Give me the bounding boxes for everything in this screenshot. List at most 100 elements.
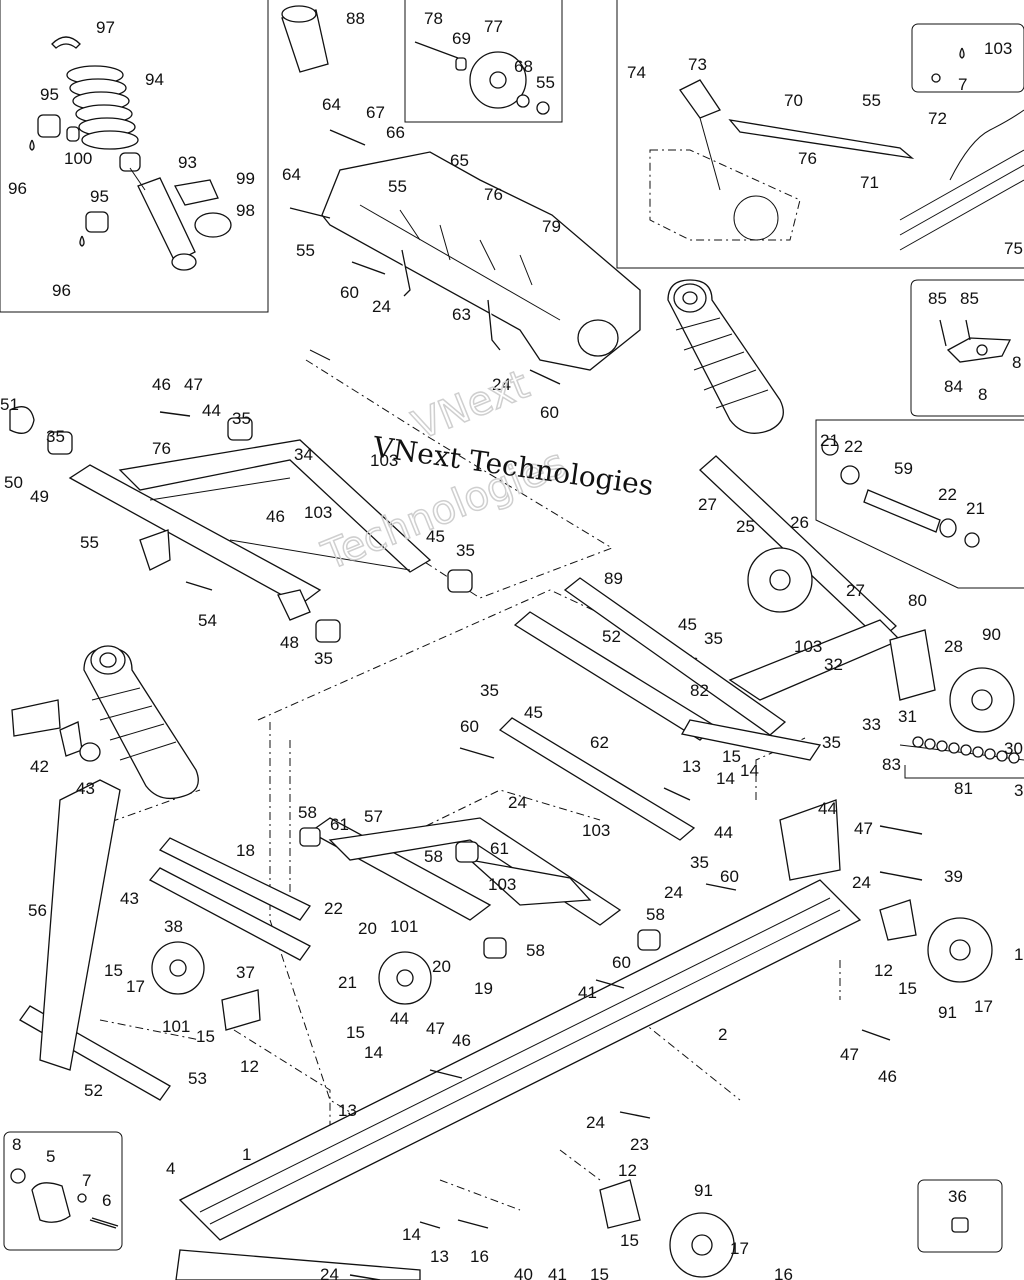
callout-47c: 47 [426,1019,445,1038]
callout-44d: 44 [390,1009,409,1028]
callout-61a: 61 [330,815,349,834]
callout-103b: 103 [304,503,332,522]
callout-21b: 21 [966,499,985,518]
callout-94: 94 [145,70,164,89]
right-inset-b [821,438,980,548]
callout-90: 90 [982,625,1001,644]
callout-99: 99 [236,169,255,188]
callout-24e: 24 [664,883,683,902]
callout-17b: 17 [974,997,993,1016]
callout-71: 71 [860,173,879,192]
callout-64b: 64 [282,165,301,184]
callout-31: 31 [898,707,917,726]
callout-52b: 52 [84,1081,103,1100]
callout-53: 53 [188,1069,207,1088]
callout-34: 34 [294,445,313,464]
callout-14a: 14 [740,761,759,780]
callout-28: 28 [944,637,963,656]
callout-22b: 22 [938,485,957,504]
callout-101a: 101 [390,917,418,936]
callout-15b: 15 [104,961,123,980]
callout-46c: 46 [452,1031,471,1050]
watermark-vnext: VNext [407,361,536,449]
callout-3: 3 [1014,781,1023,800]
inset-box-bottom-left [3,1131,123,1251]
callout-47d: 47 [840,1045,859,1064]
callout-70: 70 [784,91,803,110]
callout-35f: 35 [480,681,499,700]
callout-32: 32 [824,655,843,674]
callout-1: 1 [242,1145,251,1164]
callout-48: 48 [280,633,299,652]
callout-60e: 60 [612,953,631,972]
callout-22: 22 [324,899,343,918]
callout-26: 26 [790,513,809,532]
callout-27a: 27 [698,495,717,514]
callout-85b: 85 [960,289,979,308]
callout-103d: 103 [582,821,610,840]
callout-14c: 14 [364,1043,383,1062]
callout-66: 66 [386,123,405,142]
callout-16a: 16 [1014,945,1024,964]
callout-62: 62 [590,733,609,752]
callout-95b: 95 [90,187,109,206]
callout-35b: 35 [46,427,65,446]
watermark: VNext Technologies VNext Technologies [315,361,656,581]
callout-35e: 35 [704,629,723,648]
callout-46d: 46 [878,1067,897,1086]
callout-95a: 95 [40,85,59,104]
callout-50: 50 [4,473,23,492]
callout-58a: 58 [298,803,317,822]
callout-91a: 91 [938,1003,957,1022]
callout-12a: 12 [874,961,893,980]
callout-38: 38 [164,917,183,936]
callout-75: 75 [1004,239,1023,258]
callout-55-d: 55 [80,533,99,552]
callout-61b: 61 [490,839,509,858]
callout-68: 68 [514,57,533,76]
callout-17a: 17 [126,977,145,996]
callout-46b: 46 [266,507,285,526]
linkage-inset [649,47,1024,251]
inset-box-top-right [616,0,1024,269]
callout-23: 23 [630,1135,649,1154]
callout-59: 59 [894,459,913,478]
callout-35g: 35 [822,733,841,752]
bottom-right-inset-part [951,1217,969,1233]
callout-58c: 58 [646,905,665,924]
callout-24f: 24 [586,1113,605,1132]
callout-79: 79 [542,217,561,236]
callout-5: 5 [46,1147,55,1166]
callout-44a: 44 [202,401,221,420]
callout-45c: 45 [524,703,543,722]
callout-57: 57 [364,807,383,826]
callout-55-top-mid: 55 [536,73,555,92]
callout-6: 6 [102,1191,111,1210]
callout-14d: 14 [402,1225,421,1244]
callout-84: 84 [944,377,963,396]
callout-51: 51 [0,395,19,414]
callout-76b: 76 [152,439,171,458]
callout-56: 56 [28,901,47,920]
callout-39: 39 [944,867,963,886]
callout-43a: 43 [76,779,95,798]
callout-24g: 24 [320,1265,339,1280]
callout-16b: 16 [470,1247,489,1266]
callout-8a: 8 [978,385,987,404]
inset-box-shock-parts [0,0,269,313]
callout-33: 33 [862,715,881,734]
callout-103c: 103 [794,637,822,656]
callout-98: 98 [236,201,255,220]
spring-94 [66,65,139,150]
callout-14b: 14 [716,769,735,788]
callout-44b: 44 [818,799,837,818]
callout-60b: 60 [540,403,559,422]
inset-box-bottom-right [917,1179,1003,1253]
callout-36: 36 [948,1187,967,1206]
callout-47b: 47 [854,819,873,838]
callout-60d: 60 [720,867,739,886]
callout-63: 63 [452,305,471,324]
callout-69: 69 [452,29,471,48]
callout-15e: 15 [346,1023,365,1042]
callout-45a: 45 [426,527,445,546]
